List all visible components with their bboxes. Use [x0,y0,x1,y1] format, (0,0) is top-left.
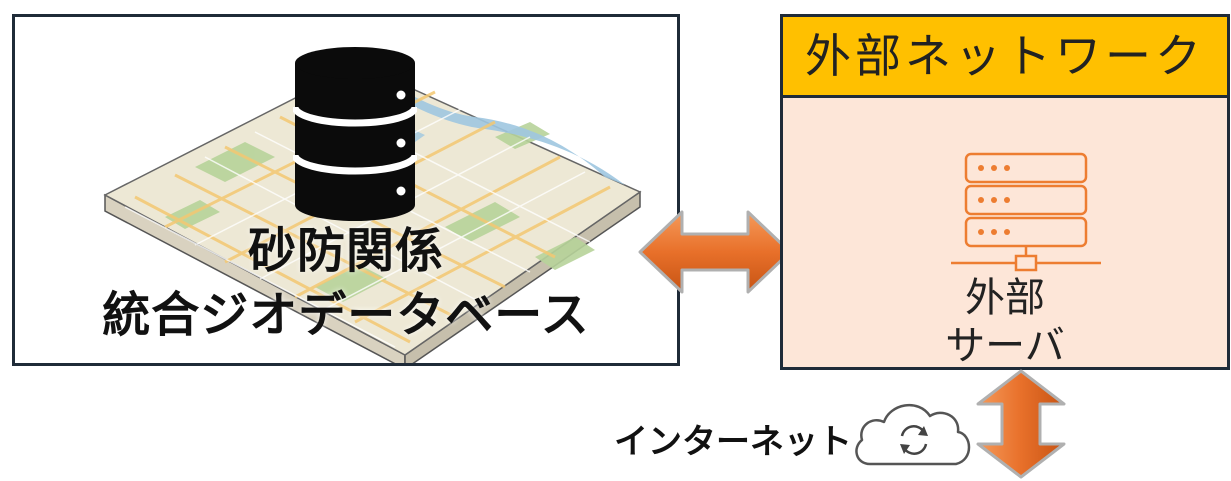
server-icon [951,152,1101,272]
server-label-line2: サーバ [945,323,1065,369]
internet-label: インターネット [614,422,852,462]
external-network-title: 外部ネットワーク [805,29,1205,83]
bidirectional-arrow-horizontal [638,210,792,294]
bidirectional-arrow-vertical [976,369,1066,479]
database-label-line2: 統合ジオデータベース [102,287,590,343]
geodatabase-panel: 砂防関係 統合ジオデータベース [12,14,680,366]
external-network-header: 外部ネットワーク [783,17,1227,98]
database-label-line1: 砂防関係 [247,223,444,279]
database-icon [293,47,417,221]
server-label-line1: 外部 [965,275,1045,321]
cloud-sync-icon [855,403,971,466]
external-network-panel: 外部ネットワーク 外部 サーバ [780,14,1230,370]
